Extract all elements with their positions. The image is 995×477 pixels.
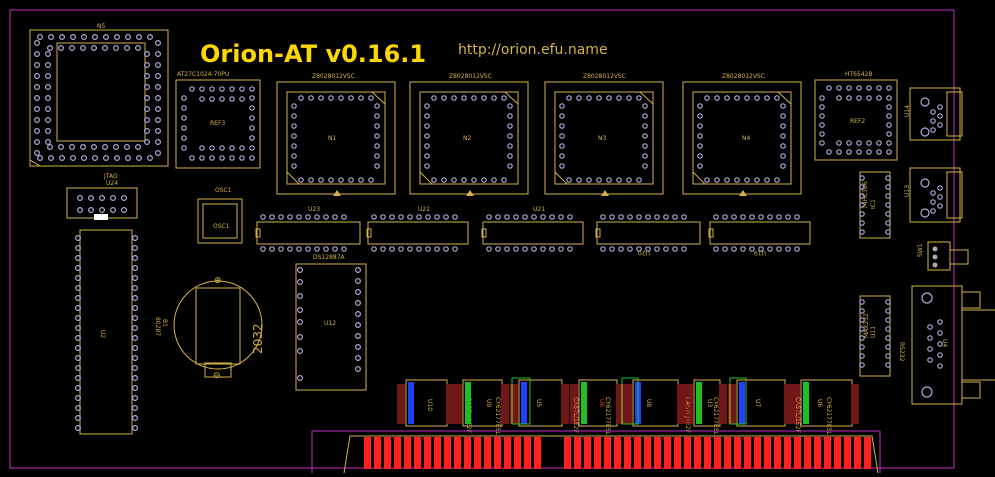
svg-text:U3: U3 [706,399,713,407]
svg-text:SW1: SW1 [917,243,924,257]
svg-text:U6: U6 [816,399,823,407]
svg-text:DS12887A: DS12887A [313,254,346,261]
label-z80-2: Z8028012VSC [449,73,492,80]
label-z80-4: Z8028012VSC [722,73,765,80]
chip-u2: U2 80287 [74,229,161,435]
svg-text:U8: U8 [645,399,652,407]
chip-ic1: IC1 74HCT06 [859,171,891,239]
svg-text:OSC1: OSC1 [213,223,230,230]
chip-ht6542b: HT6542B REF2 [814,71,898,161]
battery-b1: B1 2032 ⊕ ⊖ [161,276,265,381]
label-z80-3: Z8028012VSC [583,73,626,80]
svg-text:U12: U12 [324,320,336,327]
svg-text:U22: U22 [418,206,430,213]
svg-text:U11: U11 [870,326,877,338]
svg-text:U2: U2 [99,330,106,338]
svg-text:U6: U6 [598,399,605,407]
svg-text:REF2: REF2 [850,118,865,125]
connector-rs232: RS232 U4 [898,285,995,405]
svg-text:CY62177ESL: CY62177ESL [604,397,611,435]
svg-text:U20: U20 [638,249,650,256]
chip-at27c1024: AT27C1024-70PU REF3 [175,71,261,169]
svg-text:CY62177ESL: CY62177ESL [825,397,832,435]
svg-text:U21: U21 [533,206,545,213]
svg-text:IC1: IC1 [870,199,877,209]
svg-text:U19: U19 [754,249,766,256]
svg-text:U5: U5 [535,399,542,407]
z80-chips: Z8028012VSC Z8028012VSC Z8028012VSC Z802… [276,73,802,196]
svg-text:U10: U10 [426,399,433,411]
svg-text:U13: U13 [904,185,911,197]
svg-text:MAX232: MAX232 [863,313,870,338]
svg-text:⊖: ⊖ [213,371,221,381]
jtag-connector: JTAG U24 [66,173,138,220]
chip-ds12887a: DS12887A U12 [295,254,367,391]
memory-chips: U10 CAS7LJ1E2F U9 CY62177ESL U5 CAS7LJ1E… [397,377,859,435]
svg-text:CY62177ESL: CY62177ESL [712,397,719,435]
svg-text:N5: N5 [97,23,105,30]
svg-text:U23: U23 [308,206,320,213]
board-url: http://orion.efu.name [458,42,608,58]
label-z80-1: Z8028012VSC [312,73,355,80]
chip-n5: N5 [29,23,169,167]
svg-text:HT6542B: HT6542B [845,71,873,78]
svg-text:74HCT06: 74HCT06 [862,181,869,209]
connector-u14: U14 [904,87,963,141]
svg-text:80287: 80287 [154,317,161,336]
edge-connector [311,430,881,474]
svg-text:JTAG: JTAG [103,173,118,180]
svg-text:RS232: RS232 [898,342,905,362]
chip-max232: U11 MAX232 [859,295,891,377]
svg-text:REF3: REF3 [210,120,225,127]
label-n2: N2 [463,135,471,142]
label-n1: N1 [328,135,336,142]
dip-row: U23 U22 U21 U20 U19 [255,206,811,256]
switch-sw1[interactable]: SW1 [917,241,969,271]
svg-text:U24: U24 [106,180,118,187]
connector-u13: U13 [904,167,963,223]
svg-text:AT27C1024-70PU: AT27C1024-70PU [177,71,229,78]
svg-text:B1: B1 [161,319,168,327]
label-n4: N4 [742,135,750,142]
label-n3: N3 [598,135,606,142]
svg-text:OSC1: OSC1 [215,187,232,194]
board-title: Orion-AT v0.16.1 [200,40,426,68]
svg-text:U14: U14 [904,105,911,117]
svg-text:U7: U7 [754,399,761,407]
oscillator-osc1: OSC1 OSC1 [197,187,243,244]
svg-text:CY62177ESL: CY62177ESL [494,397,501,435]
svg-text:⊕: ⊕ [214,276,222,286]
svg-text:U9: U9 [485,399,492,407]
svg-text:U4: U4 [941,339,948,347]
svg-text:2032: 2032 [251,323,265,354]
